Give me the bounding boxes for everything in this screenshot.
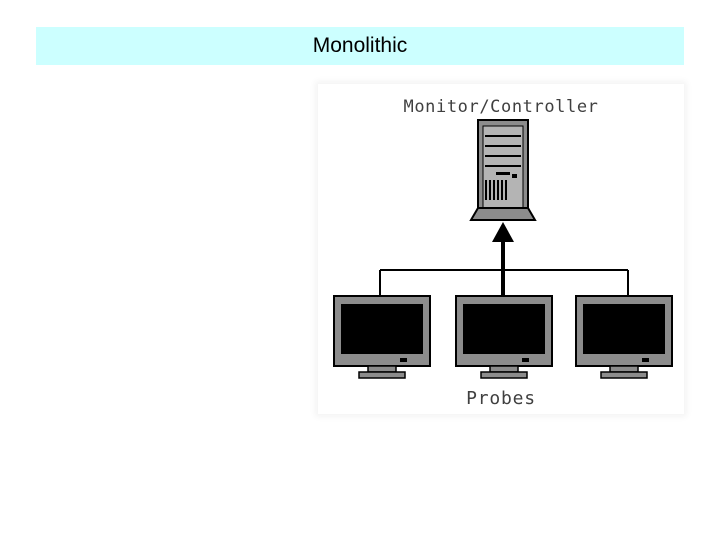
- slide-title-bar: Monolithic: [36, 27, 684, 65]
- server-tower-icon: [469, 119, 537, 221]
- probe-monitor-icon: [455, 295, 553, 379]
- probe-monitor-icon: [575, 295, 673, 379]
- arrow-up-icon: [492, 222, 514, 242]
- monolithic-diagram: Monitor/Controller: [318, 84, 684, 414]
- probes-label: Probes: [466, 388, 536, 409]
- controller-label: Monitor/Controller: [403, 97, 599, 117]
- diagram-canvas: [333, 119, 673, 379]
- probe-monitor-icon: [333, 295, 431, 379]
- connection-lines: [379, 222, 629, 296]
- slide-title: Monolithic: [312, 34, 408, 57]
